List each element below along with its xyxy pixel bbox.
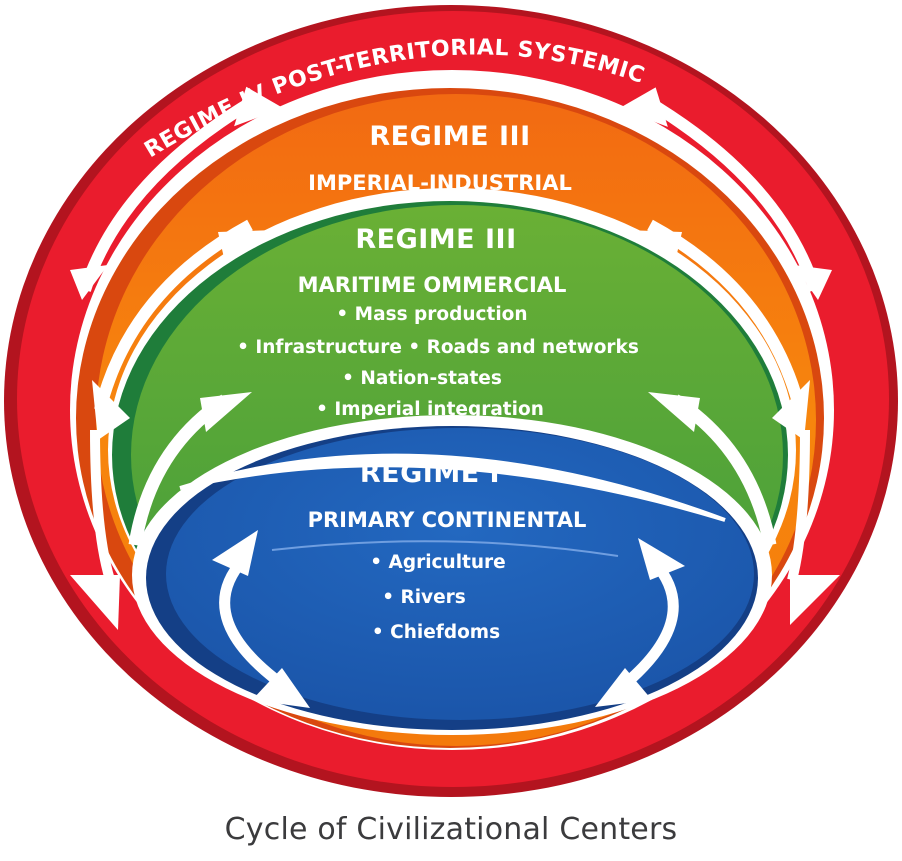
regime-iii-maritime-bullet: • Nation-states <box>342 368 502 389</box>
regime-i-swoosh <box>179 453 726 522</box>
regime-iii-maritime-bullet: • Imperial integration <box>316 399 544 420</box>
regime-iii-maritime-bullet: • Infrastructure • Roads and networks <box>237 337 639 358</box>
diagram-caption: Cycle of Civilizational Centers <box>224 812 678 847</box>
regime-i-title: REGIME I <box>360 458 500 489</box>
regime-i-divider <box>271 540 619 557</box>
core-right-arrow-icon <box>595 538 685 707</box>
middle-right-arrow-icon <box>625 219 810 440</box>
regime-iii-maritime-subtitle: MARITIME OMMERCIAL <box>298 273 567 297</box>
middle-left-arrow-icon <box>92 219 275 440</box>
outer-left-bottom-arrow-icon <box>70 429 120 630</box>
regime-i-bullet: • Chiefdoms <box>372 622 500 643</box>
cycle-arrows <box>70 86 840 708</box>
regime-i-subtitle: PRIMARY CONTINENTAL <box>308 508 587 532</box>
regime-iii-maritime-title: REGIME III <box>355 224 516 255</box>
regime-iii-industrial-subtitle: IMPERIAL-INDUSTRIAL <box>308 171 572 195</box>
regime-iii-industrial-title: REGIME III <box>369 121 530 152</box>
outer-right-arrow-icon <box>618 87 832 300</box>
regime-i-bullet: • Agriculture <box>370 552 505 573</box>
inner-right-arrow-icon <box>648 392 777 547</box>
core-left-arrow-icon <box>212 530 310 708</box>
regime-i-bullet: • Rivers <box>382 587 466 608</box>
outer-right-bottom-arrow-icon <box>787 429 840 625</box>
outer-left-arrow-icon <box>70 86 284 300</box>
inner-left-arrow-icon <box>128 392 252 547</box>
regime-i-fill <box>166 428 754 720</box>
regime-iii-maritime-bullet: • Mass production <box>336 304 527 325</box>
regime-i-area <box>146 426 758 730</box>
